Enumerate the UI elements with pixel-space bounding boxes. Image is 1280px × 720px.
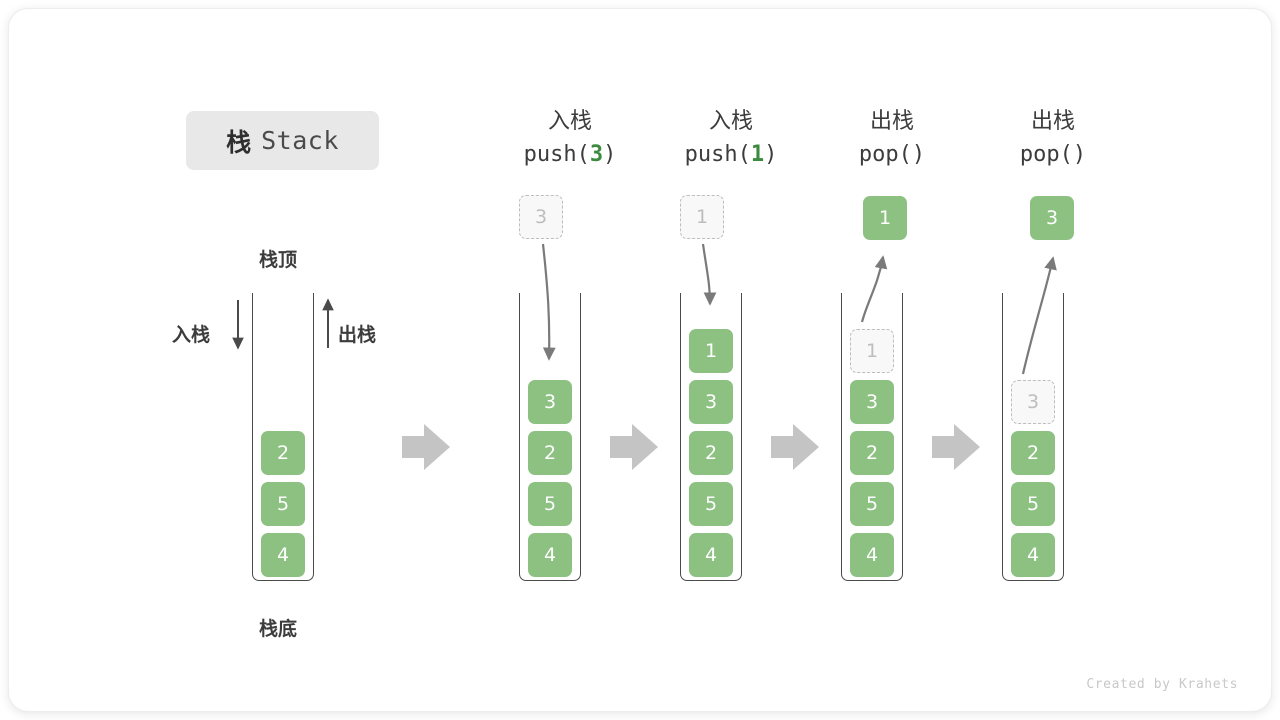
floating-cell-pop-1: 1: [863, 196, 907, 240]
stack-cells: 4 5 2 3: [528, 380, 572, 577]
floating-cell-push-1: 1: [680, 195, 724, 239]
step-operation-code: pop(): [1019, 142, 1087, 167]
title-badge: 栈 Stack: [186, 111, 379, 170]
stack-column-initial: 4 5 2: [252, 293, 314, 581]
stack-cell: 4: [689, 533, 733, 577]
stack-top-label: 栈顶: [259, 249, 298, 271]
stack-cell: 4: [850, 533, 894, 577]
stack-bottom-label: 栈底: [259, 618, 298, 640]
step-header-pop-1: 出栈 pop(): [812, 106, 972, 172]
stack-cell: 5: [261, 482, 305, 526]
push-direction-label: 入栈: [172, 324, 211, 346]
stack-walls: [1002, 293, 1064, 581]
step-operation-cn: 出栈: [869, 109, 914, 134]
step-operation-code: pop(): [858, 142, 926, 167]
stack-cell: 3: [689, 380, 733, 424]
stack-walls: [680, 293, 742, 581]
title-english: Stack: [261, 126, 339, 155]
stack-cell: 5: [850, 482, 894, 526]
stack-cells: 4 5 2: [261, 431, 305, 577]
footer-credit: Created by Krahets: [1086, 677, 1238, 692]
stack-cell: 5: [1011, 482, 1055, 526]
step-operation-cn: 入栈: [708, 109, 753, 134]
floating-cell-pop-3: 3: [1030, 196, 1074, 240]
stack-cells: 4 5 2 3: [1011, 380, 1055, 577]
step-header-pop-3: 出栈 pop(): [973, 106, 1133, 172]
stack-walls: [252, 293, 314, 581]
step-operation-code: push(3): [523, 142, 617, 167]
stack-cell: 2: [850, 431, 894, 475]
floating-cell-push-3: 3: [519, 195, 563, 239]
pop-direction-label: 出栈: [338, 324, 377, 346]
stack-column-pop-1: 4 5 2 3 1: [841, 293, 903, 581]
stack-walls: [519, 293, 581, 581]
stack-cell: 2: [261, 431, 305, 475]
stack-column-pop-3: 4 5 2 3: [1002, 293, 1064, 581]
step-operation-cn: 入栈: [547, 109, 592, 134]
stack-cell-ghost: 3: [1011, 380, 1055, 424]
stack-cell: 4: [261, 533, 305, 577]
stack-cell-ghost: 1: [850, 329, 894, 373]
stack-cell: 1: [689, 329, 733, 373]
stack-cells: 4 5 2 3 1: [689, 329, 733, 577]
stack-cell: 2: [528, 431, 572, 475]
stack-cell: 4: [528, 533, 572, 577]
stack-column-push-1: 4 5 2 3 1: [680, 293, 742, 581]
code-argument: 1: [750, 142, 765, 167]
code-argument: 3: [589, 142, 604, 167]
stack-cell: 5: [689, 482, 733, 526]
stack-walls: [841, 293, 903, 581]
step-header-push-3: 入栈 push(3): [490, 106, 650, 172]
stack-cells: 4 5 2 3 1: [850, 329, 894, 577]
stack-cell: 3: [850, 380, 894, 424]
stack-column-push-3: 4 5 2 3: [519, 293, 581, 581]
step-operation-cn: 出栈: [1030, 109, 1075, 134]
stack-cell: 5: [528, 482, 572, 526]
step-operation-code: push(1): [684, 142, 778, 167]
stack-cell: 4: [1011, 533, 1055, 577]
stack-cell: 2: [1011, 431, 1055, 475]
title-chinese: 栈: [226, 127, 252, 157]
stack-cell: 2: [689, 431, 733, 475]
stack-cell: 3: [528, 380, 572, 424]
step-header-push-1: 入栈 push(1): [651, 106, 811, 172]
